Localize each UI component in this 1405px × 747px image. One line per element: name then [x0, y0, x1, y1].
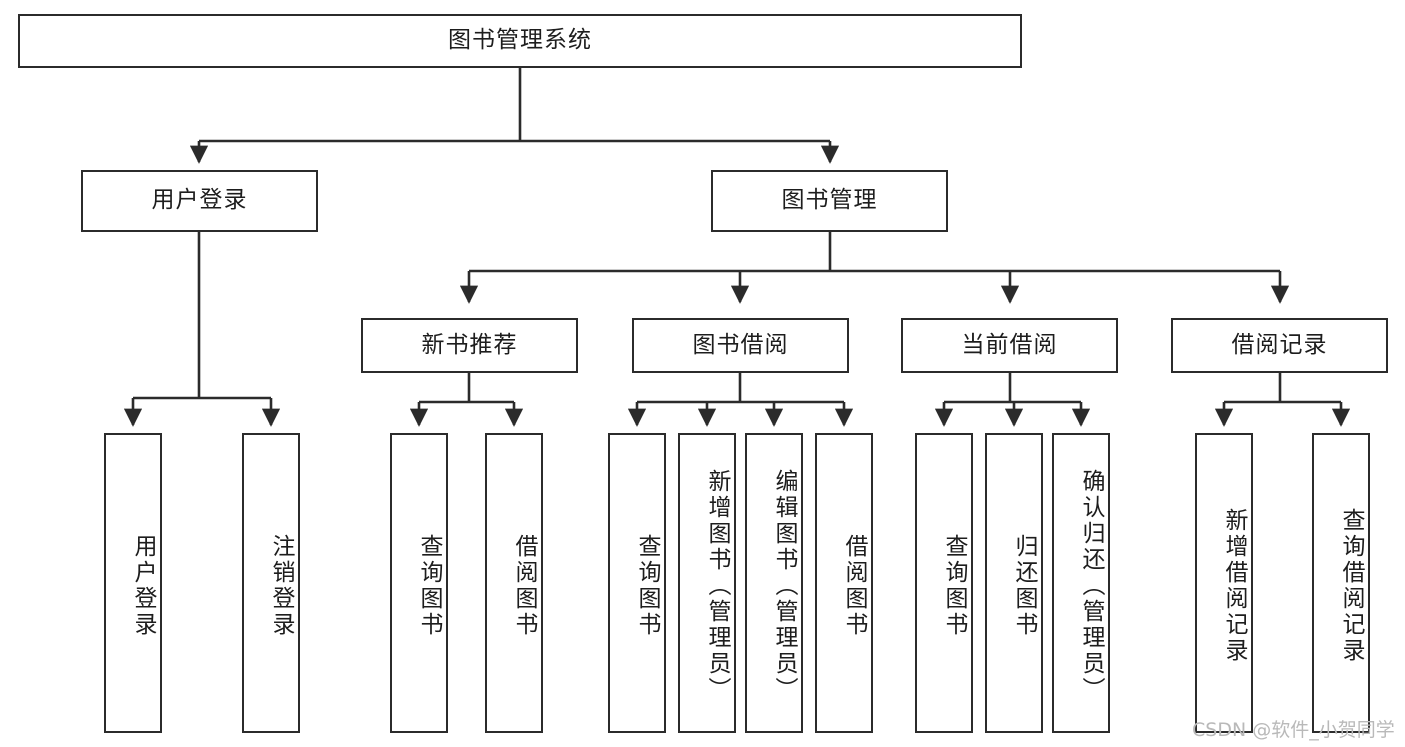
- node-current-borrow[interactable]: 当前借阅: [901, 318, 1118, 373]
- node-leaf-borrow-book-1[interactable]: 借阅图书: [485, 433, 543, 733]
- node-leaf-user-login-label: 用户登录: [130, 534, 156, 638]
- node-leaf-query-book-2-label: 查询图书: [634, 534, 660, 638]
- node-leaf-return-book[interactable]: 归还图书: [985, 433, 1043, 733]
- node-leaf-confirm-return[interactable]: 确认归还（管理员）: [1052, 433, 1110, 733]
- node-book-manage-label: 图书管理: [781, 187, 878, 214]
- node-leaf-add-record[interactable]: 新增借阅记录: [1195, 433, 1253, 733]
- node-root[interactable]: 图书管理系统: [18, 14, 1022, 68]
- node-new-book-rec-label: 新书推荐: [421, 331, 518, 358]
- node-book-borrow-label: 图书借阅: [692, 331, 789, 358]
- node-leaf-user-login[interactable]: 用户登录: [104, 433, 162, 733]
- node-leaf-logout-login-label: 注销登录: [268, 534, 294, 638]
- node-leaf-query-record[interactable]: 查询借阅记录: [1312, 433, 1370, 733]
- node-current-borrow-label: 当前借阅: [961, 331, 1058, 358]
- node-leaf-edit-book-label: 编辑图书（管理员）: [771, 469, 797, 703]
- node-leaf-borrow-book-2-label: 借阅图书: [841, 534, 867, 638]
- node-leaf-query-book-3-label: 查询图书: [941, 534, 967, 638]
- node-leaf-borrow-book-1-label: 借阅图书: [511, 534, 537, 638]
- node-user-login-label: 用户登录: [151, 187, 248, 214]
- node-leaf-query-book-1[interactable]: 查询图书: [390, 433, 448, 733]
- node-user-login[interactable]: 用户登录: [81, 170, 318, 232]
- node-leaf-query-book-3[interactable]: 查询图书: [915, 433, 973, 733]
- node-leaf-logout-login[interactable]: 注销登录: [242, 433, 300, 733]
- node-book-manage[interactable]: 图书管理: [711, 170, 948, 232]
- node-root-label: 图书管理系统: [448, 27, 592, 54]
- node-leaf-borrow-book-2[interactable]: 借阅图书: [815, 433, 873, 733]
- node-leaf-add-record-label: 新增借阅记录: [1221, 508, 1247, 664]
- node-borrow-record-label: 借阅记录: [1231, 331, 1328, 358]
- node-leaf-return-book-label: 归还图书: [1011, 534, 1037, 638]
- node-leaf-query-book-2[interactable]: 查询图书: [608, 433, 666, 733]
- csdn-watermark: CSDN @软件_小贺同学: [1192, 719, 1395, 741]
- node-new-book-rec[interactable]: 新书推荐: [361, 318, 578, 373]
- node-leaf-edit-book[interactable]: 编辑图书（管理员）: [745, 433, 803, 733]
- node-book-borrow[interactable]: 图书借阅: [632, 318, 849, 373]
- node-leaf-query-book-1-label: 查询图书: [416, 534, 442, 638]
- node-leaf-query-record-label: 查询借阅记录: [1338, 508, 1364, 664]
- node-leaf-add-book[interactable]: 新增图书（管理员）: [678, 433, 736, 733]
- node-leaf-confirm-return-label: 确认归还（管理员）: [1078, 469, 1104, 703]
- node-borrow-record[interactable]: 借阅记录: [1171, 318, 1388, 373]
- node-leaf-add-book-label: 新增图书（管理员）: [704, 469, 730, 703]
